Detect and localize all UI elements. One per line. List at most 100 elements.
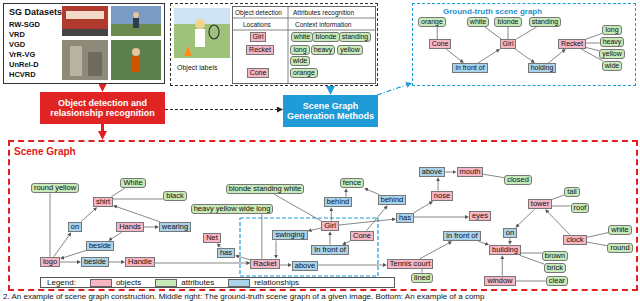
bus-window: [66, 11, 104, 19]
text-slot: Attributes recognition: [293, 9, 354, 16]
connector: [518, 209, 535, 225]
legend-box: Legend:objectsattributesrelationships: [40, 277, 395, 288]
attribute-node: wide: [602, 61, 622, 71]
node-text: round yellow: [34, 183, 76, 192]
connector: [81, 209, 95, 221]
connector: [280, 265, 289, 266]
connector: [329, 235, 330, 245]
node-text: VRD: [9, 30, 25, 39]
attribute-node: round yellow: [31, 183, 79, 194]
attribute-node: fence: [340, 178, 364, 189]
detection-table: Object detection Attributes recognitionLo…: [232, 6, 376, 84]
connector: [60, 262, 78, 263]
relationship-node: on: [68, 222, 82, 233]
node-text: standing: [342, 33, 368, 40]
connector: [446, 49, 461, 61]
connector: [345, 241, 350, 243]
node-text: behind: [381, 195, 404, 204]
connector: [155, 263, 247, 264]
node-text: tower: [531, 199, 549, 208]
object-node: window: [484, 276, 515, 287]
node-text: Object detection and relasionship recogn…: [44, 98, 161, 119]
legend-title: Legend:: [47, 279, 76, 287]
legend-swatch: [228, 279, 250, 287]
node-text: VrR-VG: [9, 50, 35, 59]
text-slot: UnRel-D: [9, 61, 39, 70]
node-text: above: [295, 261, 315, 270]
attribute-node: lined: [411, 273, 433, 284]
connector: [331, 211, 332, 221]
attribute-node: blonde: [312, 32, 339, 42]
connector: [339, 219, 393, 225]
node-text: In front of: [314, 245, 346, 254]
attribute-node: black: [163, 191, 187, 202]
node-text: behind: [327, 197, 350, 206]
girl-head: [195, 19, 205, 29]
dataset-photo-building: [62, 40, 108, 80]
attribute-node: White: [120, 178, 145, 189]
player-head: [132, 48, 140, 56]
object-node: Racket: [250, 259, 279, 270]
connector: [478, 241, 486, 244]
input-photo: [174, 8, 230, 58]
object-node: building: [489, 245, 521, 256]
node-text: mouth: [460, 167, 481, 176]
connector: [587, 233, 609, 238]
node-text: closed: [507, 175, 529, 184]
node-text: tail: [567, 187, 577, 196]
relationship-node: has: [217, 248, 235, 259]
attribute-node: roof: [571, 203, 590, 214]
detection-panel: Object labelsObject detectionAttributes …: [170, 3, 378, 86]
connector: [311, 228, 321, 230]
legend-item: relationships: [228, 279, 299, 287]
node-text: orange: [293, 69, 315, 76]
legend-text: objects: [116, 279, 141, 287]
node-text: fence: [343, 178, 361, 187]
attribute-node: brown: [542, 251, 568, 262]
text-slot: Scene Graph: [14, 146, 76, 158]
node-text: Ground-truth scene graph: [443, 7, 542, 16]
connector: [437, 27, 438, 39]
connector: [109, 262, 122, 263]
connector: [111, 188, 124, 196]
node-text: wide: [293, 57, 307, 64]
node-text: blonde: [497, 18, 518, 25]
node-text: Recket: [249, 46, 271, 53]
dataset-photo-sky: [111, 6, 161, 36]
connector: [366, 208, 385, 231]
node-text: heavy: [603, 38, 622, 45]
node-text: Locations: [243, 21, 271, 28]
text-slot: Object detection: [235, 9, 282, 16]
attribute-node: heavy: [600, 37, 625, 47]
building-tower: [70, 46, 82, 76]
connector: [274, 194, 321, 221]
text-slot: Locations: [243, 21, 271, 28]
node-text: blonde standing white: [229, 184, 302, 193]
relationship-node: on: [503, 228, 517, 239]
text-slot: SG Datasets: [9, 7, 62, 17]
object-node: shirt: [93, 197, 113, 208]
node-text: in front of: [455, 64, 484, 71]
text-slot: RW-SGD: [9, 21, 40, 30]
node-text: SG Datasets: [9, 7, 62, 17]
node-text: black: [166, 191, 184, 200]
node-text: Handle: [128, 257, 152, 266]
connector: [318, 265, 383, 266]
node-text: in front of: [446, 231, 477, 240]
object-node: Cone: [247, 68, 270, 78]
relationship-node: In front of: [311, 245, 349, 256]
attribute-node: blonde standing white: [226, 184, 305, 195]
node-text: Racket: [253, 259, 276, 268]
relationship-node: wearing: [159, 222, 191, 233]
attribute-node: orange: [418, 17, 446, 27]
node-text: Hands: [119, 222, 141, 231]
connector: [502, 259, 503, 276]
racket-head: [209, 25, 219, 39]
connector: [165, 109, 278, 110]
process-box: Scene Graph Generation Methods: [283, 95, 378, 127]
node-text: yellow: [340, 46, 359, 53]
node-text: roof: [574, 203, 587, 212]
attribute-node: tail: [564, 187, 580, 198]
attribute-node: standing: [529, 17, 561, 27]
